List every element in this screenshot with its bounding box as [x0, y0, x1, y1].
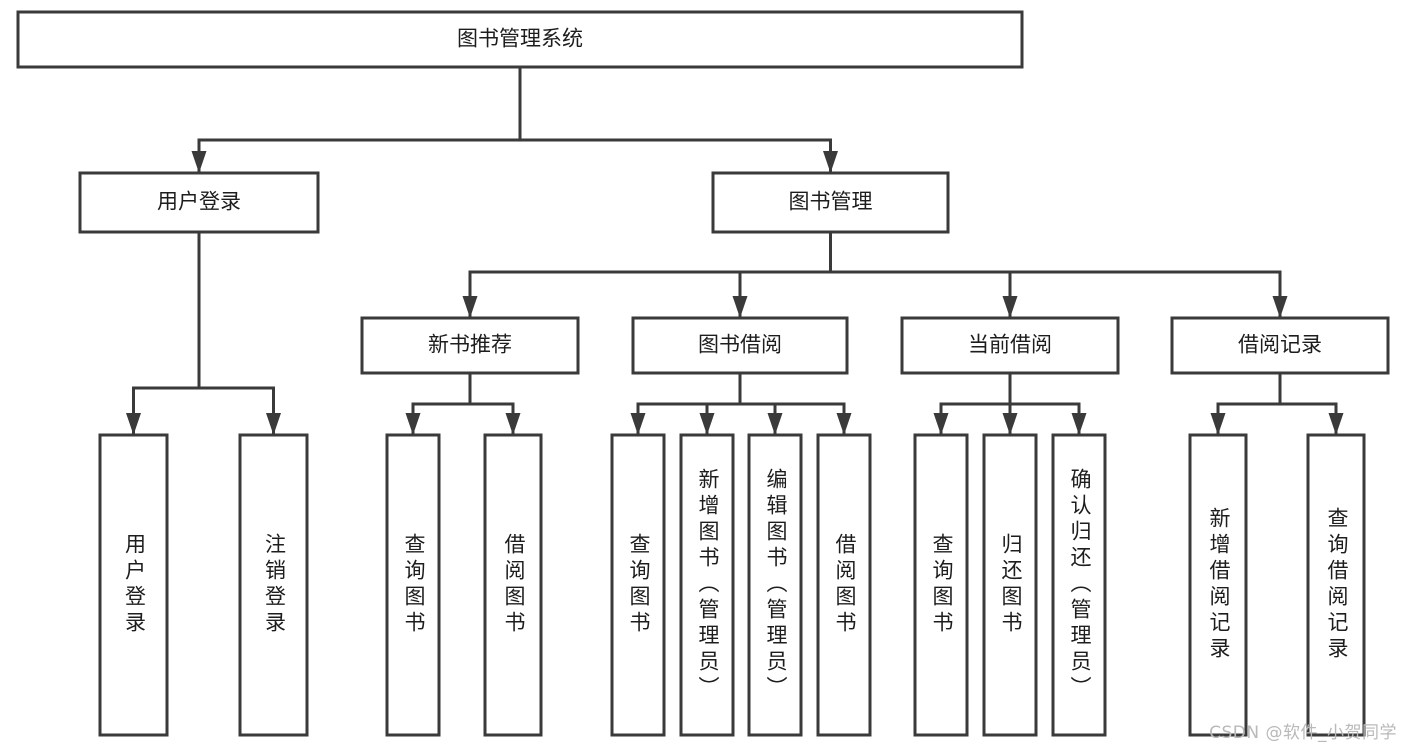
- node-br-query-record[interactable]: 查询借阅记录: [1306, 433, 1366, 737]
- node-box-leaf-user-login[interactable]: [98, 433, 169, 737]
- arrow-head-icon-nbr-query-book: [405, 413, 421, 435]
- node-label-bb-borrow-book: 借阅图书: [833, 533, 857, 637]
- node-user-login[interactable]: 用户登录: [78, 171, 320, 234]
- arrow-head-icon-leaf-user-login: [126, 413, 141, 435]
- node-bb-add-book[interactable]: 新增图书（管理员）: [679, 433, 735, 737]
- node-label-current-borrow: 当前借阅: [968, 333, 1052, 357]
- node-label-bb-query-book: 查询图书: [627, 533, 651, 637]
- arrow-head-icon-new-book-rec: [462, 296, 478, 318]
- node-book-borrow[interactable]: 图书借阅: [631, 316, 849, 375]
- node-leaf-logout[interactable]: 注销登录: [238, 433, 309, 737]
- arrow-head-icon-bb-query-book: [630, 413, 646, 435]
- node-label-new-book-rec: 新书推荐: [428, 333, 512, 357]
- node-nbr-query-book[interactable]: 查询图书: [385, 433, 441, 737]
- node-box-bb-add-book[interactable]: [679, 433, 735, 737]
- node-borrow-record[interactable]: 借阅记录: [1170, 316, 1390, 375]
- node-label-br-query-record: 查询借阅记录: [1325, 507, 1349, 663]
- arrow-head-icon-bb-edit-book: [767, 413, 783, 435]
- arrow-head-icon-user-login: [191, 151, 207, 173]
- arrow-head-icon-br-add-record: [1210, 413, 1226, 435]
- node-box-new-book-rec[interactable]: [360, 316, 580, 375]
- node-label-bb-add-book: 新增图书（管理员）: [696, 468, 720, 702]
- node-label-leaf-user-login: 用户登录: [123, 533, 147, 637]
- node-leaf-user-login[interactable]: 用户登录: [98, 433, 169, 737]
- node-current-borrow[interactable]: 当前借阅: [900, 316, 1120, 375]
- arrow-head-icon-nbr-borrow-book: [505, 413, 521, 435]
- arrow-head-icon-book-manage: [823, 151, 838, 173]
- node-label-nbr-borrow-book: 借阅图书: [502, 533, 526, 637]
- node-label-book-borrow: 图书借阅: [698, 333, 782, 357]
- arrow-head-icon-leaf-logout: [266, 413, 281, 435]
- node-br-add-record[interactable]: 新增借阅记录: [1188, 433, 1248, 737]
- node-label-leaf-logout: 注销登录: [263, 533, 287, 637]
- node-box-bb-query-book[interactable]: [610, 433, 666, 737]
- node-label-nbr-query-book: 查询图书: [402, 533, 426, 637]
- node-box-nbr-query-book[interactable]: [385, 433, 441, 737]
- node-label-cb-query-book: 查询图书: [930, 533, 954, 637]
- node-label-user-login: 用户登录: [157, 190, 241, 214]
- node-label-br-add-record: 新增借阅记录: [1207, 507, 1231, 663]
- node-label-book-manage: 图书管理: [789, 190, 873, 214]
- node-root[interactable]: 图书管理系统: [16, 10, 1024, 69]
- arrow-head-icon-cb-confirm-return: [1071, 413, 1087, 435]
- node-box-book-borrow[interactable]: [631, 316, 849, 375]
- node-box-br-add-record[interactable]: [1188, 433, 1248, 737]
- node-bb-borrow-book[interactable]: 借阅图书: [816, 433, 872, 737]
- node-bb-query-book[interactable]: 查询图书: [610, 433, 666, 737]
- node-cb-confirm-return[interactable]: 确认归还（管理员）: [1051, 433, 1107, 737]
- node-label-bb-edit-book: 编辑图书（管理员）: [764, 468, 788, 702]
- arrow-head-icon-book-borrow: [732, 296, 748, 318]
- node-box-user-login[interactable]: [78, 171, 320, 234]
- arrow-head-icon-borrow-record: [1272, 296, 1288, 318]
- connector-layer: [126, 65, 1344, 436]
- node-box-leaf-logout[interactable]: [238, 433, 309, 737]
- arrow-head-icon-current-borrow: [1002, 296, 1018, 318]
- node-label-cb-confirm-return: 确认归还（管理员）: [1068, 468, 1092, 702]
- node-box-cb-return-book[interactable]: [982, 433, 1038, 737]
- node-box-br-query-record[interactable]: [1306, 433, 1366, 737]
- node-box-bb-edit-book[interactable]: [747, 433, 803, 737]
- node-box-cb-query-book[interactable]: [913, 433, 969, 737]
- node-label-root: 图书管理系统: [457, 27, 583, 51]
- node-nbr-borrow-book[interactable]: 借阅图书: [483, 433, 543, 737]
- node-box-current-borrow[interactable]: [900, 316, 1120, 375]
- node-label-borrow-record: 借阅记录: [1238, 333, 1322, 357]
- node-bb-edit-book[interactable]: 编辑图书（管理员）: [747, 433, 803, 737]
- arrow-head-icon-bb-borrow-book: [836, 413, 852, 435]
- arrow-head-icon-cb-query-book: [933, 413, 949, 435]
- node-box-root[interactable]: [16, 10, 1024, 69]
- node-box-book-manage[interactable]: [711, 171, 950, 234]
- node-cb-query-book[interactable]: 查询图书: [913, 433, 969, 737]
- node-new-book-rec[interactable]: 新书推荐: [360, 316, 580, 375]
- node-label-cb-return-book: 归还图书: [999, 533, 1023, 637]
- node-box-cb-confirm-return[interactable]: [1051, 433, 1107, 737]
- node-box-bb-borrow-book[interactable]: [816, 433, 872, 737]
- arrow-head-icon-br-query-record: [1328, 413, 1344, 435]
- arrow-head-icon-cb-return-book: [1002, 413, 1018, 435]
- node-layer: 图书管理系统用户登录图书管理用户登录注销登录新书推荐图书借阅当前借阅借阅记录查询…: [16, 10, 1390, 737]
- node-cb-return-book[interactable]: 归还图书: [982, 433, 1038, 737]
- node-box-borrow-record[interactable]: [1170, 316, 1390, 375]
- node-book-manage[interactable]: 图书管理: [711, 171, 950, 234]
- node-box-nbr-borrow-book[interactable]: [483, 433, 543, 737]
- arrow-head-icon-bb-add-book: [699, 413, 715, 435]
